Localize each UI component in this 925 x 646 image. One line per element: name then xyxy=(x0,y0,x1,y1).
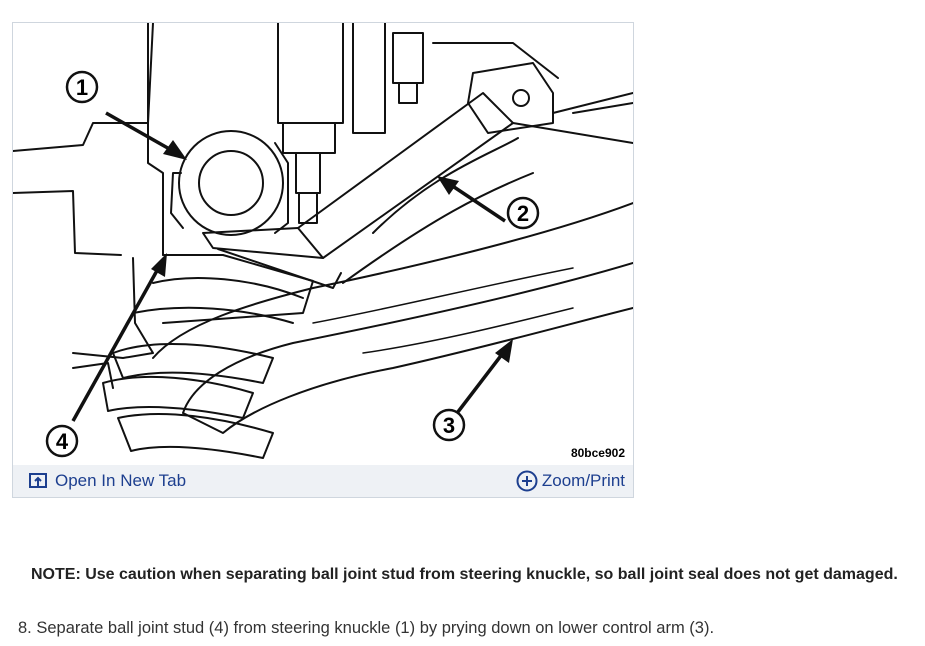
zoom-plus-icon xyxy=(516,470,538,492)
caution-note: NOTE: Use caution when separating ball j… xyxy=(31,566,898,583)
figure-container: 1 2 3 4 80bce902 Open In New Tab xyxy=(12,22,634,498)
open-in-new-tab-icon xyxy=(29,473,47,489)
open-in-new-tab-button[interactable]: Open In New Tab xyxy=(29,471,186,491)
ball-joint-illustration: 1 2 3 4 80bce902 xyxy=(13,23,633,465)
zoom-print-label: Zoom/Print xyxy=(541,471,625,490)
callout-2-label: 2 xyxy=(517,201,529,226)
callout-2 xyxy=(506,196,540,230)
callout-1 xyxy=(65,70,99,104)
callout-4 xyxy=(45,424,79,458)
callout-1-label: 1 xyxy=(76,75,88,100)
callout-4-label: 4 xyxy=(56,429,69,454)
open-in-new-tab-label: Open In New Tab xyxy=(55,471,187,490)
zoom-print-button[interactable]: Zoom/Print xyxy=(516,470,625,492)
figure-toolbar: Open In New Tab Zoom/Print xyxy=(13,465,633,497)
callout-3-label: 3 xyxy=(443,413,455,438)
callout-3 xyxy=(432,408,466,442)
illustration-svg: 1 2 3 4 80bce902 xyxy=(13,23,633,460)
procedure-step-8: 8. Separate ball joint stud (4) from ste… xyxy=(18,619,715,637)
image-code: 80bce902 xyxy=(571,446,625,460)
